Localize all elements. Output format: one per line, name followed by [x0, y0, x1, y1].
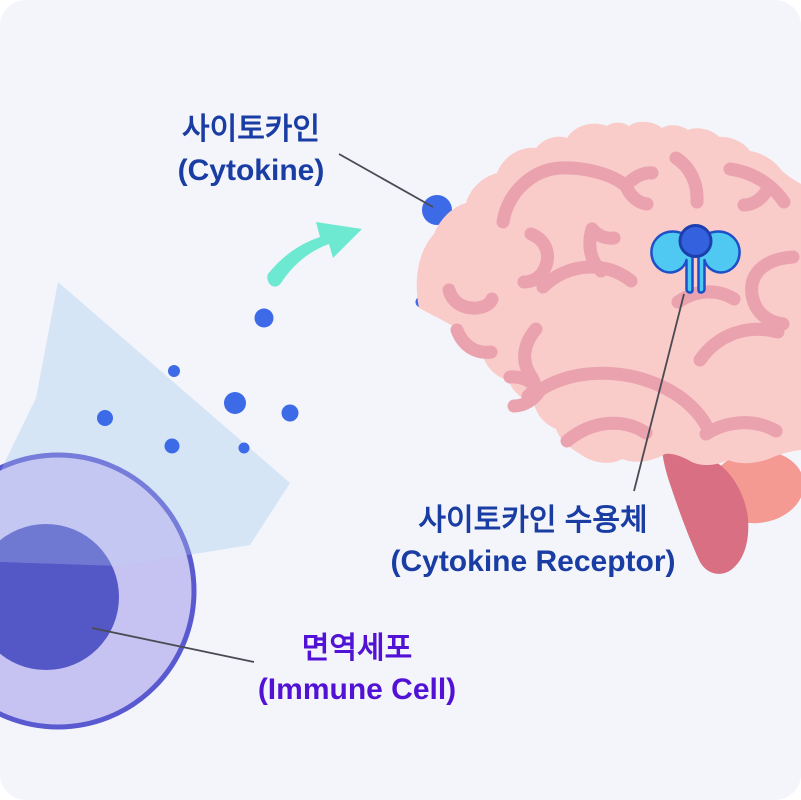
leader-lines [91, 153, 685, 663]
gyrus [585, 222, 621, 245]
gyrus [442, 283, 499, 315]
brain [416, 121, 801, 574]
cytokine-leader-line [338, 153, 434, 208]
bound-cytokine-ball [678, 224, 713, 258]
gyrus [450, 323, 498, 359]
gyrus [560, 416, 653, 448]
immune-cell-leader-line [91, 627, 255, 663]
gyrus [536, 260, 638, 294]
immune-cell-label: 면역세포 (Immune Cell) [258, 628, 456, 710]
brainstem [662, 450, 749, 574]
cytokine-label-ko: 사이토카인 [182, 113, 320, 146]
secretion-beam-overlay [0, 282, 290, 566]
gyrus [669, 151, 704, 209]
immune-cell-label-en: (Immune Cell) [257, 673, 457, 706]
gyrus [533, 366, 714, 434]
receptor-leader-line [633, 293, 685, 492]
flow-arrow-icon [267, 222, 362, 287]
cytokine-dot [254, 308, 274, 328]
cytokine-receptor-label: 사이토카인 수용체 (Cytokine Receptor) [390, 500, 675, 582]
gyrus [693, 322, 785, 367]
gyrus [496, 161, 633, 229]
cytokine-dot [164, 438, 180, 454]
gyrus [518, 322, 543, 403]
cytokine-receptor-label-en: (Cytokine Receptor) [390, 545, 676, 578]
cytokine-label-en: (Cytokine) [177, 154, 325, 187]
gyrus [699, 416, 783, 441]
cytokine-dot [238, 442, 250, 454]
immune-cell [0, 452, 197, 730]
cytokine-dot [224, 392, 246, 414]
cytokine-dot [168, 365, 180, 377]
brain-gyri [442, 151, 800, 448]
cytokine-label: 사이토카인 (Cytokine) [178, 109, 325, 191]
cytokine-dot [97, 410, 113, 426]
immune-cell-label-ko: 면역세포 [301, 632, 413, 665]
gyrus [619, 179, 654, 211]
gyrus [517, 227, 554, 289]
cytokine-receptor-label-ko: 사이토카인 수용체 [418, 504, 648, 537]
gyrus [745, 250, 800, 331]
cytokine-dot [281, 404, 299, 422]
gyrus [723, 162, 791, 209]
gyrus [737, 183, 774, 212]
immune-cell-nucleus [0, 524, 119, 670]
